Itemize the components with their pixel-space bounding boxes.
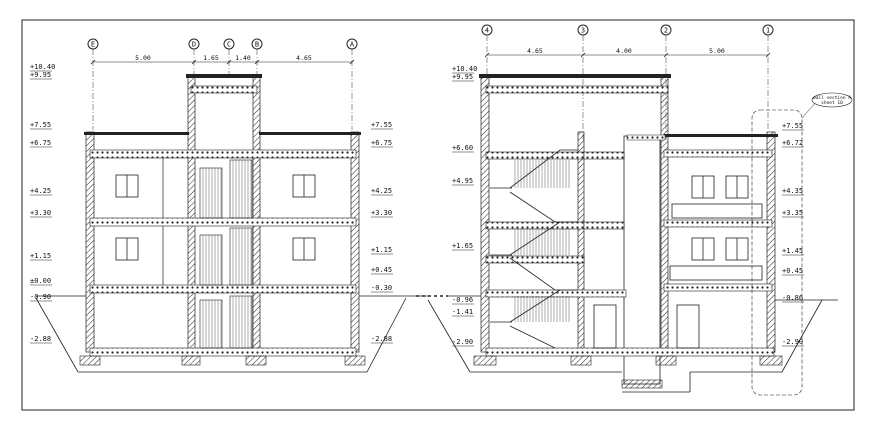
right-level-right-2: +4.35 — [782, 187, 803, 195]
left-level-right-3: +3.30 — [371, 209, 392, 217]
left-level-right-6: -0.30 — [371, 284, 392, 292]
left-dim-3: 1.40 — [235, 54, 251, 62]
left-level-left-0: +10.40 — [30, 63, 55, 71]
left-level-left-4: +4.25 — [30, 187, 51, 195]
right-slab-top — [485, 85, 669, 94]
right-dim-1: 4.65 — [527, 47, 543, 55]
callout-line-1: wall section A — [813, 95, 851, 101]
right-level-right-6: -0.86 — [782, 294, 803, 302]
right-axis-2: 2 — [660, 24, 672, 36]
right-axis-label-3: 3 — [581, 27, 585, 35]
right-axis-label-2: 2 — [664, 27, 668, 35]
right-dim-3: 5.00 — [709, 47, 725, 55]
left-slab-first — [89, 217, 357, 227]
right-level-right-3: +3.35 — [782, 209, 803, 217]
right-inner-wall — [660, 75, 669, 353]
wall-section-callout — [811, 92, 853, 108]
left-level-right-7: -2.88 — [371, 335, 392, 343]
left-outer-wall-east — [350, 131, 360, 353]
wall-section-callout-box — [751, 109, 803, 396]
right-level-right-7: -2.90 — [782, 338, 803, 346]
right-level-right-0: +7.55 — [782, 122, 803, 130]
left-axis-B: B — [251, 38, 263, 50]
left-tower-roof — [186, 74, 262, 78]
right-axis-4: 4 — [481, 24, 493, 36]
left-level-right-4: +1.15 — [371, 246, 392, 254]
left-dim-1: 5.00 — [135, 54, 151, 62]
left-level-left-7: ±0.00 — [30, 277, 51, 285]
left-dim-4: 4.65 — [296, 54, 312, 62]
right-level-left-6: -1.41 — [452, 308, 473, 316]
right-elevator-shaft — [623, 135, 661, 385]
right-roof — [479, 74, 671, 78]
left-level-rights: +7.55 +6.75 +4.25 +3.30 +1.15 +0.45 -0.30 -2.88 — [371, 121, 393, 344]
right-axis-label-1: 1 — [766, 27, 770, 35]
left-dim-2: 1.65 — [203, 54, 219, 62]
left-axis-label-E: E — [91, 41, 95, 49]
drawing-frame — [21, 19, 855, 411]
left-tower-wall-1 — [187, 74, 196, 353]
right-level-lefts: +10.40+9.95 +6.60 +4.95 +1.65 -0.96 -1.41 -2.9… — [452, 65, 477, 347]
right-slab-first — [663, 219, 773, 228]
right-axis-1: 1 — [762, 24, 774, 36]
left-level-left-9: -2.88 — [30, 335, 51, 343]
callout-line-2: sheet 10 — [821, 100, 843, 106]
right-level-rights: +7.55 +6.72 +4.35 +3.35 +1.45 +0.45 -0.86 -2.90 — [782, 122, 804, 347]
left-tower-wall-2 — [252, 74, 261, 353]
right-outer-wall-east — [766, 131, 776, 353]
right-axis-label-4: 4 — [485, 27, 489, 35]
left-level-left-1: +9.95 — [30, 71, 51, 79]
left-outer-wall-west — [85, 131, 95, 353]
left-axis-C: C — [223, 38, 235, 50]
right-level-right-4: +1.45 — [782, 247, 803, 255]
left-axis-D: D — [188, 38, 200, 50]
left-level-right-2: +4.25 — [371, 187, 392, 195]
left-level-right-1: +6.75 — [371, 139, 392, 147]
right-axis-3: 3 — [577, 24, 589, 36]
right-level-left-4: +1.65 — [452, 242, 473, 250]
left-axis-label-A: A — [350, 41, 355, 49]
right-stair-lines — [514, 160, 570, 322]
right-level-left-2: +6.60 — [452, 144, 473, 152]
left-slab-ground — [89, 284, 357, 294]
right-level-left-7: -2.90 — [452, 338, 473, 346]
right-level-right-1: +6.72 — [782, 139, 803, 147]
left-axis-A: A — [346, 38, 358, 50]
left-axis-label-B: B — [255, 41, 259, 49]
right-section: 4 3 2 1 4.65 4.00 5.00 — [427, 24, 853, 396]
left-level-right-0: +7.55 — [371, 121, 392, 129]
right-level-right-5: +0.45 — [782, 267, 803, 275]
right-level-left-0: +10.40 — [452, 65, 477, 73]
left-section: E D C B A — [30, 38, 448, 373]
left-level-left-2: +7.55 — [30, 121, 51, 129]
right-level-left-1: +9.95 — [452, 73, 473, 81]
left-slab-roof — [89, 149, 357, 159]
left-level-left-3: +6.75 — [30, 139, 51, 147]
left-axis-label-C: C — [227, 41, 231, 49]
left-stair-lines — [202, 160, 252, 348]
left-axis-label-D: D — [192, 41, 196, 49]
left-tower-slab — [190, 85, 258, 94]
left-level-right-5: +0.45 — [371, 266, 392, 274]
right-level-left-3: +4.95 — [452, 177, 473, 185]
right-slab-basement — [485, 347, 775, 357]
left-level-left-6: +1.15 — [30, 252, 51, 260]
left-level-lefts: +10.40+9.95 +7.55 +6.75 +4.25 +3.30 +1.15 ±0.0… — [30, 63, 55, 344]
left-level-left-5: +3.30 — [30, 209, 51, 217]
right-dim-2: 4.00 — [616, 47, 632, 55]
left-slab-basement — [89, 347, 357, 357]
left-level-left-8: -0.90 — [30, 293, 51, 301]
right-outer-wall-west — [480, 75, 490, 353]
left-axis-E: E — [87, 38, 99, 50]
right-slab-roof — [663, 149, 773, 158]
right-level-left-5: -0.96 — [452, 296, 473, 304]
right-stair-wall — [577, 131, 585, 353]
right-slab-ground — [663, 283, 773, 292]
